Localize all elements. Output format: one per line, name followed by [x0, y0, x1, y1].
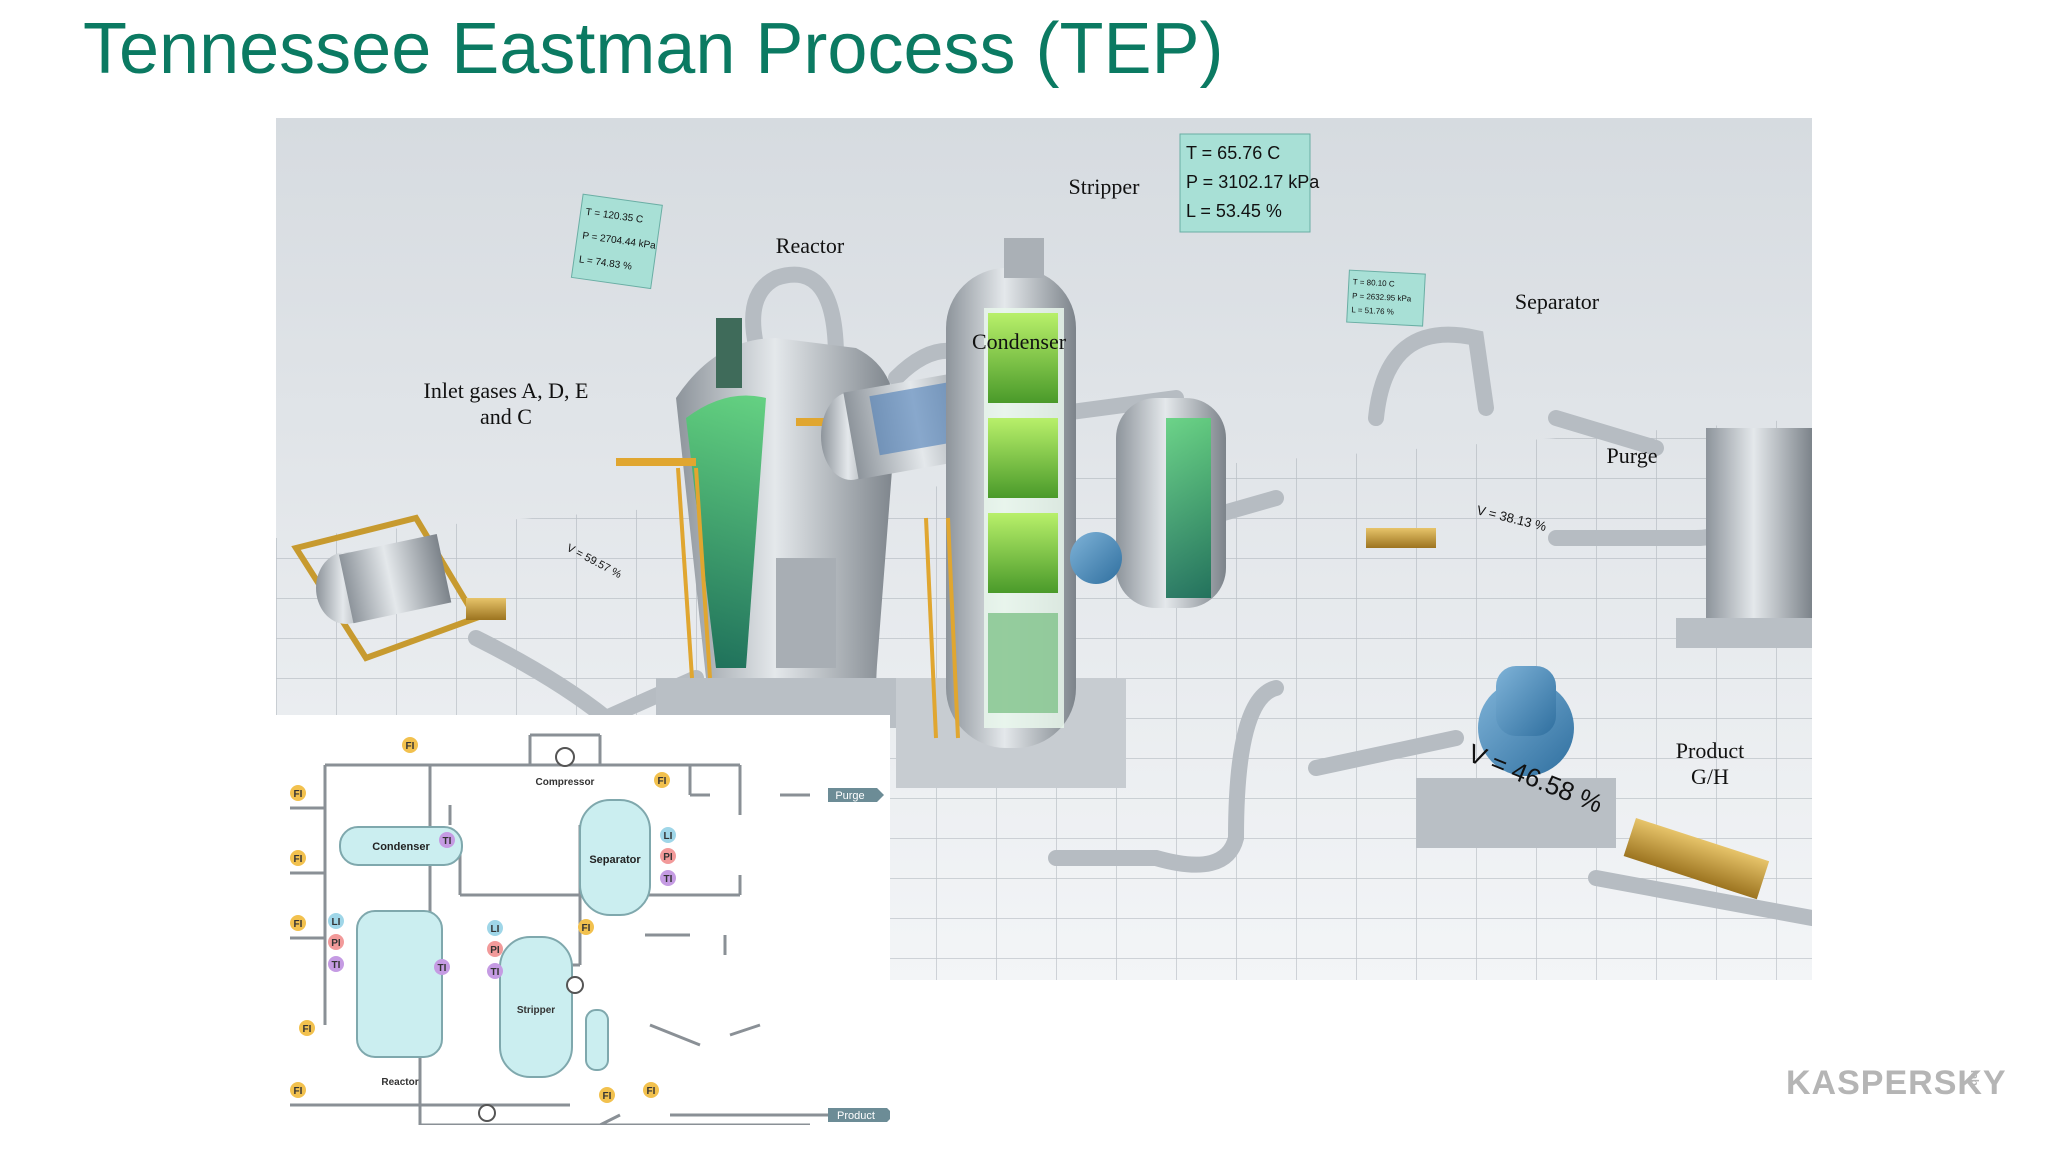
pfd-stripper-vessel — [499, 936, 573, 1078]
fi-bubble-gas-d — [290, 850, 306, 866]
pi-text-reactor: PI — [331, 938, 341, 949]
label-reactor: Reactor — [776, 233, 845, 258]
ti-bubble-reactor — [328, 956, 344, 972]
label-separator: Separator — [1515, 289, 1600, 314]
fi-bubble-gas-a — [290, 785, 306, 801]
pfd-separator-label: Separator — [589, 854, 641, 866]
li-bubble-stripper — [487, 920, 503, 936]
li-text-stripper: LI — [491, 924, 500, 935]
pfd-reactor-vessel — [356, 910, 443, 1058]
label-condenser: Condenser — [972, 329, 1067, 354]
fi-text-gas-c: FI — [294, 1086, 303, 1097]
pi-text-separator: PI — [663, 852, 673, 863]
pfd-input-label-gas-c: gas C — [250, 1110, 264, 1122]
pfd-input-label-gas-a: gas A — [250, 812, 264, 824]
li-text-reactor: LI — [332, 917, 341, 928]
pfd-output-label-purge: Purge — [835, 790, 864, 802]
pfd-compressor-symbol — [555, 747, 575, 767]
fi-bubble-gas-e — [290, 915, 306, 931]
fi-bubble-product — [643, 1082, 659, 1098]
kaspersky-logo-lab: lab — [1968, 1070, 1980, 1086]
stripper-column — [896, 238, 1126, 788]
fi-text-separator: FI — [582, 923, 591, 934]
label-inlet-gases-line1: Inlet gases A, D, E — [424, 378, 589, 403]
pfd-output-label-product: Product — [837, 1110, 875, 1122]
ti-bubble-condenser — [439, 832, 455, 848]
reactor-readout-panel: T = 120.35 C P = 2704.44 kPa L = 74.83 % — [570, 193, 663, 290]
fi-text-product: FI — [647, 1086, 656, 1097]
product-pump — [1416, 666, 1770, 900]
stripper-level: L = 53.45 % — [1186, 201, 1282, 221]
li-bubble-separator — [660, 827, 676, 843]
label-stripper: Stripper — [1069, 174, 1141, 199]
fi-bubble-reactor — [299, 1020, 315, 1036]
ti-text-reactor: TI — [332, 960, 341, 971]
pfd-output-tag-purge — [828, 788, 884, 802]
separator-level: L = 51.76 % — [1351, 305, 1394, 316]
ti-text-stripper: TI — [491, 967, 500, 978]
pfd-condenser-vessel — [339, 826, 463, 866]
label-product-line2: G/H — [1691, 764, 1729, 789]
slide-title: Tennessee Eastman Process (TEP) — [83, 9, 1224, 89]
li-bubble-reactor — [328, 913, 344, 929]
pi-bubble-separator — [660, 848, 676, 864]
ti-bubble-reactor-cooling — [434, 959, 450, 975]
fi-text-gas-e: FI — [294, 919, 303, 930]
separator-readout-panel: T = 80.10 C P = 2632.95 kPa L = 51.76 % — [1346, 269, 1426, 327]
fi-bubble-stripper — [599, 1087, 615, 1103]
pfd-separator-pump — [566, 976, 584, 994]
separator-pressure: P = 2632.95 kPa — [1352, 291, 1412, 303]
pfd-instruments: FI FI FI FI FI FI FI FI FI FI TI LI PI T… — [290, 737, 676, 1103]
pfd-stripper-label: Stripper — [517, 1005, 555, 1016]
fi-text-recycle: FI — [406, 741, 415, 752]
pfd-input-label-gas-d: gas D — [250, 878, 264, 890]
fi-text-reactor: FI — [303, 1024, 312, 1035]
label-inlet-gases-line2: and C — [480, 404, 532, 429]
fi-bubble-purge — [654, 772, 670, 788]
stripper-readout-panel: T = 65.76 C P = 3102.17 kPa L = 53.45 % — [1179, 133, 1320, 233]
ti-bubble-separator — [660, 870, 676, 886]
ti-text-reactor-cooling: TI — [438, 963, 447, 974]
pfd-reboiler-vessel — [585, 1009, 609, 1071]
pi-bubble-stripper — [487, 941, 503, 957]
process-flow-diagram: Condenser Compressor Separator Reactor S… — [250, 715, 890, 1125]
fi-bubble-gas-c — [290, 1082, 306, 1098]
fi-bubble-recycle — [402, 737, 418, 753]
li-text-separator: LI — [664, 831, 673, 842]
pfd-separator-vessel — [579, 799, 651, 916]
pfd-condenser-label: Condenser — [372, 841, 430, 853]
stripper-pressure: P = 3102.17 kPa — [1186, 172, 1320, 192]
pfd-compressor-label: Compressor — [536, 777, 595, 788]
fi-bubble-separator — [578, 919, 594, 935]
pfd-bottom-pump — [478, 1104, 496, 1122]
pfd-input-label-gas-e: gas E — [250, 943, 264, 955]
pi-bubble-reactor — [328, 934, 344, 950]
fi-text-purge: FI — [658, 776, 667, 787]
purge-valve — [1366, 528, 1436, 548]
label-product-line1: Product — [1676, 738, 1744, 763]
ti-bubble-stripper — [487, 963, 503, 979]
purge-storage-tank — [1676, 428, 1812, 648]
separator-vessel — [1070, 398, 1226, 608]
pfd-reactor-label: Reactor — [381, 1077, 418, 1088]
inlet-gas-tank — [291, 514, 506, 662]
ti-text-condenser: TI — [443, 836, 452, 847]
separator-temperature: T = 80.10 C — [1353, 277, 1396, 288]
fi-text-gas-a: FI — [294, 789, 303, 800]
stripper-temperature: T = 65.76 C — [1186, 143, 1280, 163]
pfd-output-tag-product — [828, 1108, 890, 1122]
pi-text-stripper: PI — [490, 945, 500, 956]
fi-text-gas-d: FI — [294, 854, 303, 865]
fi-text-stripper: FI — [603, 1091, 612, 1102]
kaspersky-logo: KASPERSKY — [1786, 1064, 2007, 1102]
label-purge: Purge — [1607, 443, 1658, 468]
ti-text-separator: TI — [664, 874, 673, 885]
